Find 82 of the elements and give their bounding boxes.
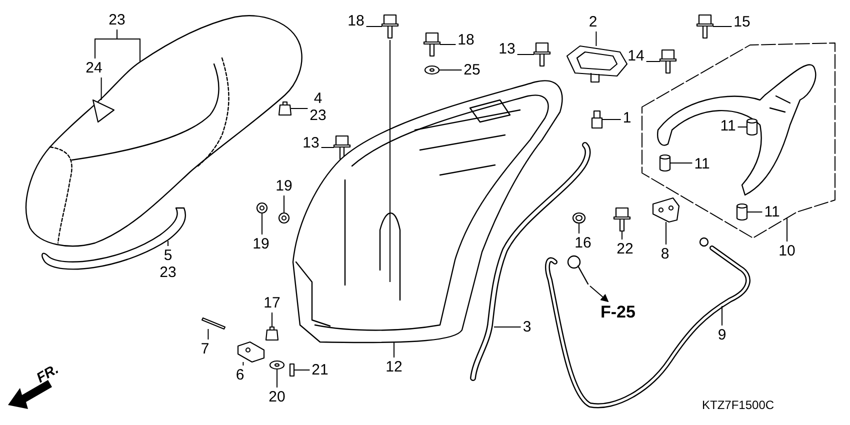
leader-line (208, 328, 209, 340)
bolt-icon (423, 32, 441, 57)
leader-line (602, 119, 622, 120)
clip-icon (278, 101, 292, 116)
leader-line (712, 26, 732, 27)
callout-number: 7 (200, 342, 210, 356)
bolt-icon (381, 14, 399, 39)
leader-line (670, 162, 693, 164)
callout-number: 22 (616, 242, 634, 256)
bolt-icon (333, 135, 351, 160)
leader-line (494, 326, 522, 328)
hose-drawing (470, 142, 591, 381)
spacer-icon (659, 154, 671, 172)
callout-number: 12 (386, 360, 402, 374)
spacer-icon (746, 118, 758, 136)
leader-line (578, 222, 580, 234)
callout-number: 18 (348, 14, 364, 28)
callout-number: 10 (778, 244, 796, 258)
nozzle-icon (591, 110, 603, 129)
leader-line (596, 31, 597, 46)
leader-line (290, 108, 308, 109)
callout-number: 6 (236, 368, 244, 382)
leader-line (94, 29, 118, 59)
luggage-box-drawing (292, 80, 563, 344)
leader-line (646, 61, 660, 62)
leader-line (100, 77, 102, 100)
callout-number: 19 (252, 236, 270, 252)
callout-number: 19 (276, 178, 292, 194)
callout-number: 9 (718, 328, 726, 342)
callout-number: 1 (622, 110, 632, 126)
pin-icon (201, 317, 226, 330)
arrow (590, 286, 609, 302)
cotter-pin-icon (289, 363, 295, 377)
reference-text: F-25 (600, 304, 636, 320)
leader-line (737, 126, 748, 128)
callout-number: 11 (720, 118, 736, 134)
leader-line (440, 44, 456, 45)
callout-number: 13 (498, 42, 516, 56)
assembly-outline (642, 43, 835, 238)
bracket-icon (652, 197, 680, 223)
leader-line (516, 54, 534, 55)
direction-text: FR. (34, 361, 61, 385)
callout-number: 14 (628, 48, 644, 64)
cover-icon (566, 45, 628, 83)
callout-number: 3 (522, 320, 532, 334)
leader-line (786, 218, 788, 242)
callout-number: 24 (86, 60, 102, 76)
callout-number: 16 (574, 236, 592, 250)
leader-line (366, 26, 382, 27)
clip-icon (265, 326, 279, 341)
spacer-icon (736, 203, 748, 221)
bolt-icon (659, 49, 677, 74)
callout-number: 15 (734, 14, 750, 30)
callout-number: 4 (314, 91, 322, 106)
bolt-icon (613, 207, 631, 232)
callout-number: 13 (302, 136, 320, 150)
callout-number: 17 (264, 296, 280, 310)
drawing-code: KTZ7F1500C (702, 399, 774, 411)
callout-number: 11 (764, 204, 780, 220)
seat-drawing (26, 15, 302, 247)
callout-number: 23 (310, 108, 326, 123)
washer-icon (424, 65, 440, 75)
callout-number: 21 (312, 362, 328, 378)
tab-icon (92, 99, 115, 123)
washer-icon (269, 360, 285, 370)
callout-number: 20 (268, 390, 286, 404)
callout-number: 18 (458, 32, 474, 48)
bolt-icon (533, 42, 551, 67)
callout-number: 5 (164, 248, 172, 263)
leader-line (320, 147, 334, 148)
callout-number: 11 (694, 156, 710, 172)
grommet-icon (278, 212, 290, 224)
bolt-icon (696, 14, 714, 39)
grommet-icon (256, 202, 268, 214)
plate-icon (237, 341, 265, 363)
callout-number: 2 (588, 14, 598, 30)
leader-line (242, 362, 244, 366)
callout-number: 23 (108, 12, 126, 28)
callout-number: 25 (464, 62, 480, 78)
callout-number: 8 (660, 246, 670, 262)
callout-number: 23 (160, 265, 176, 280)
leader-line (276, 368, 278, 388)
